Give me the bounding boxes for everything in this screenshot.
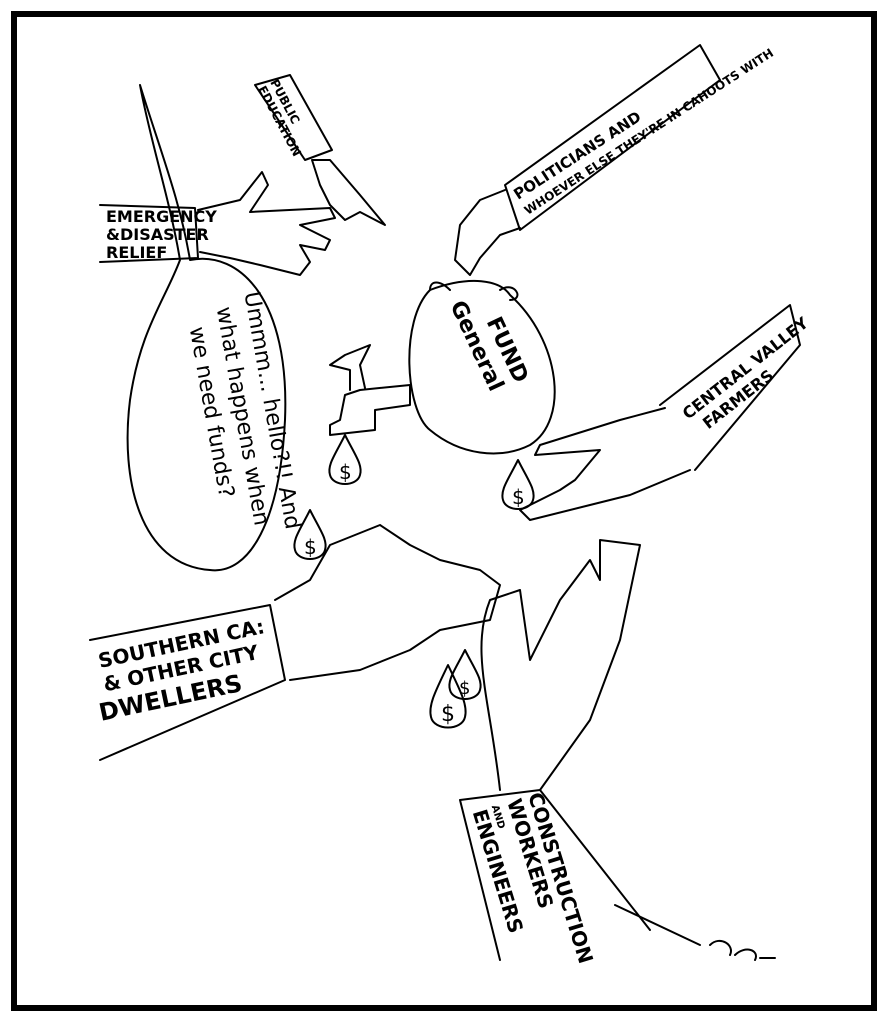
svg-text:$: $ xyxy=(304,535,317,559)
money-drops: $ $ $ $ $ xyxy=(293,434,535,729)
money-drop: $ xyxy=(429,664,467,729)
money-drop: $ xyxy=(293,509,327,560)
money-drop: $ xyxy=(328,434,362,485)
frame-border xyxy=(11,11,877,1011)
southern-ca-arm: SOUTHERN CA: & OTHER CITY DWELLERS xyxy=(86,524,501,761)
money-drop: $ xyxy=(501,459,535,510)
southern-ca-label: SOUTHERN CA: & OTHER CITY DWELLERS xyxy=(86,613,284,727)
svg-text:$: $ xyxy=(459,678,470,699)
svg-text:$: $ xyxy=(512,485,525,509)
svg-text:$: $ xyxy=(339,460,352,484)
faucet xyxy=(329,344,411,436)
artist-signature xyxy=(614,904,776,961)
svg-text:$: $ xyxy=(441,702,455,727)
money-drop: $ xyxy=(448,649,482,700)
